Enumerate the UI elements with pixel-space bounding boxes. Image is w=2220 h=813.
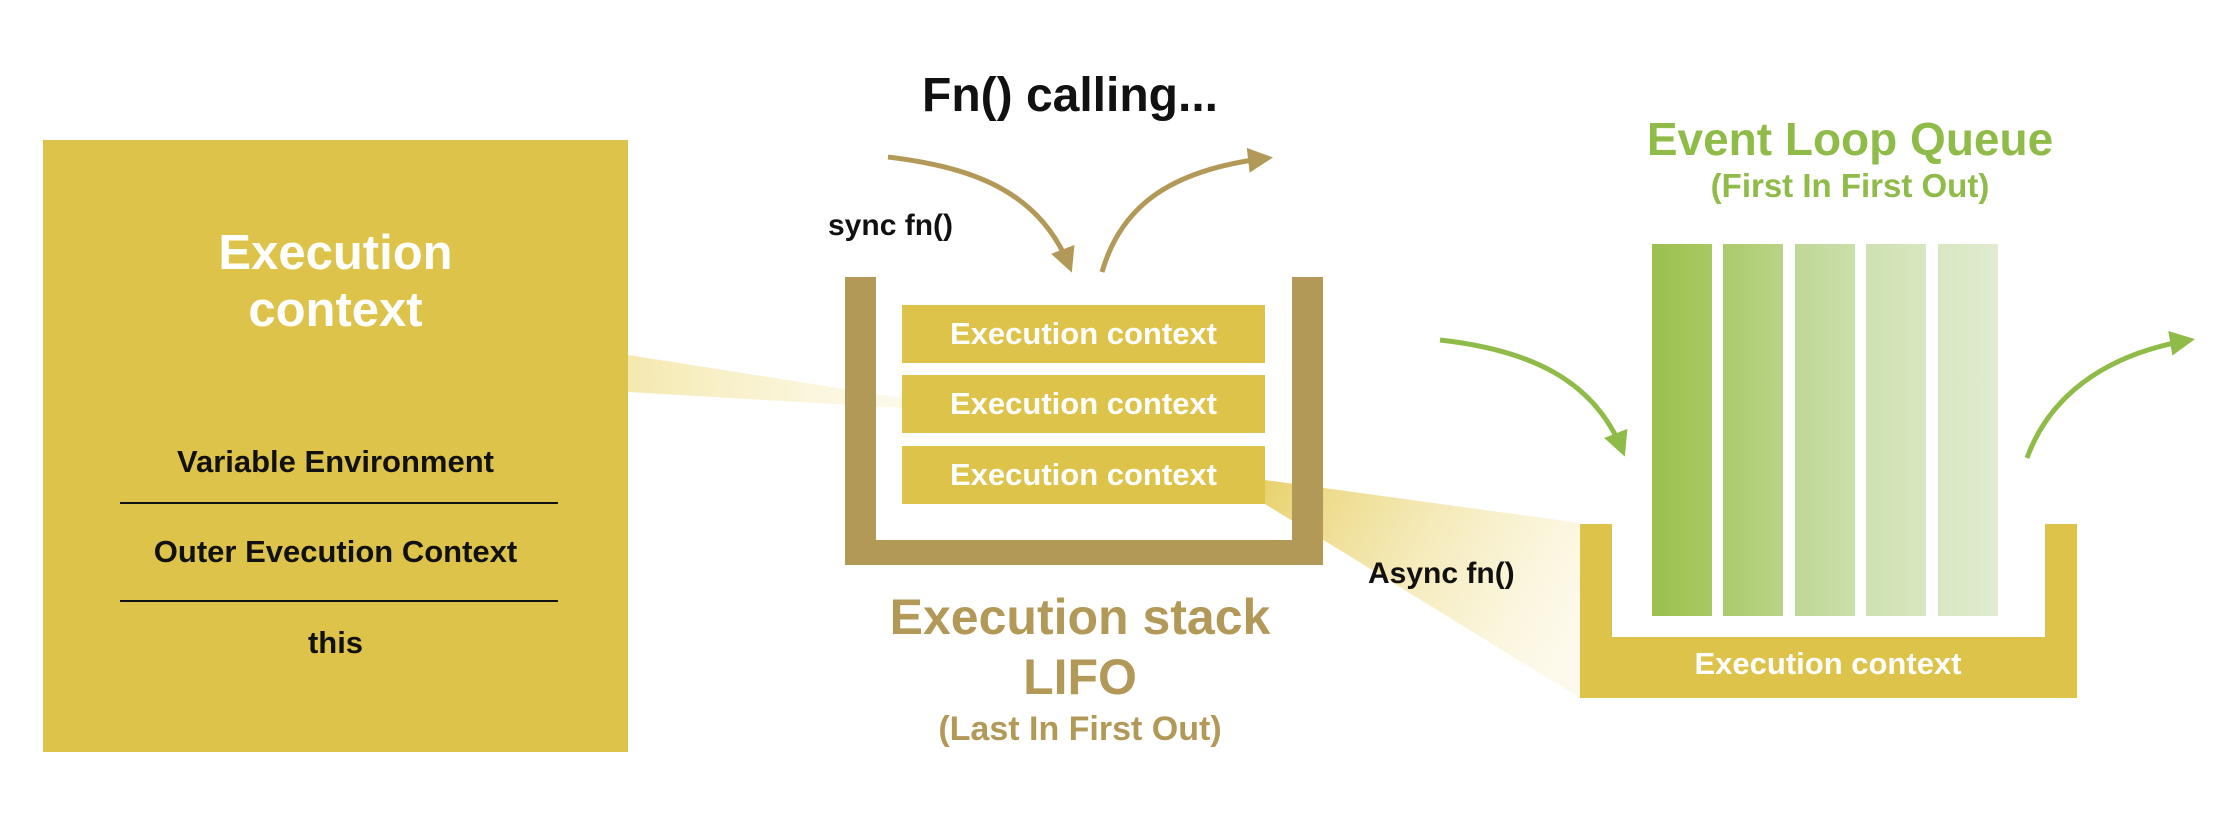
context-divider <box>120 502 558 504</box>
async-fn-label: Async fn() <box>1368 557 1515 590</box>
context-card <box>43 140 628 752</box>
context-row-variable-environment: Variable Environment <box>177 444 494 479</box>
queue-bar <box>1938 244 1998 616</box>
context-divider <box>120 600 558 602</box>
context-row-outer-context: Outer Evecution Context <box>153 534 518 569</box>
stack-item: Execution context <box>902 446 1265 504</box>
context-card-title-line1: Execution <box>218 226 453 280</box>
arrow-out-of-stack <box>1099 147 1273 273</box>
queue-bar <box>1723 244 1783 616</box>
stack-item: Execution context <box>902 375 1265 433</box>
arrow-into-stack <box>887 154 1075 273</box>
queue-container <box>1580 524 2077 698</box>
stack-title: Execution stack <box>889 589 1271 645</box>
queue-subtitle: (First In First Out) <box>1710 167 1990 204</box>
stack-subtitle: (Last In First Out) <box>938 710 1222 748</box>
arrow-out-of-queue <box>2024 330 2195 459</box>
queue-execution-context: Execution context <box>1694 646 1962 681</box>
beam-left <box>628 355 902 408</box>
context-row-this: this <box>307 625 364 660</box>
arrow-into-queue <box>1439 337 1628 457</box>
queue-bar <box>1795 244 1855 616</box>
stack-title-lifo: LIFO <box>1023 649 1137 705</box>
context-card-title: Execution context <box>43 225 628 339</box>
sync-fn-label: sync fn() <box>828 209 954 242</box>
queue-bar <box>1866 244 1926 616</box>
beam-right <box>1265 480 1580 698</box>
stack-item: Execution context <box>902 305 1265 363</box>
context-card-title-line2: context <box>248 283 423 337</box>
page-title: Fn() calling... <box>922 69 1218 122</box>
queue-bar <box>1652 244 1712 616</box>
queue-title: Event Loop Queue <box>1646 113 2054 165</box>
